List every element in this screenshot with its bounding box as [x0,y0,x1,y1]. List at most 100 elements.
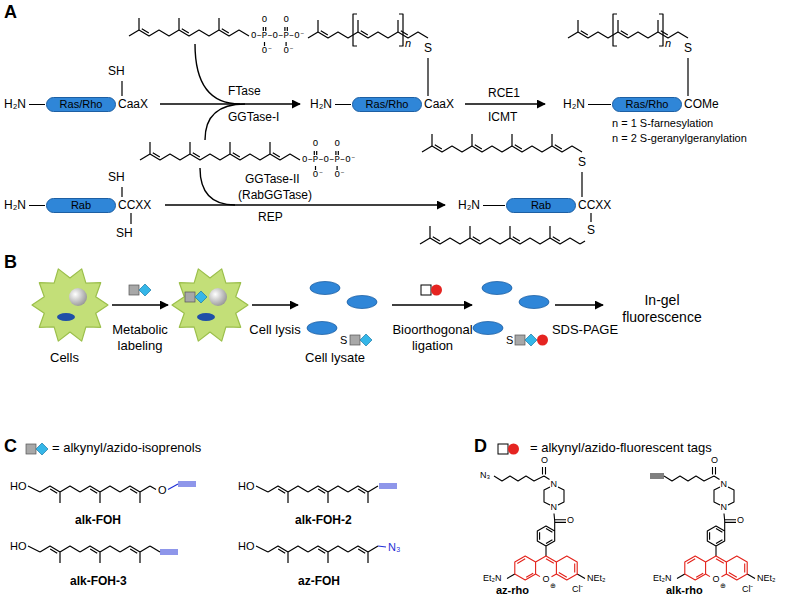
atom-label: N [551,502,558,513]
atom-label: S [578,155,586,170]
drawing-part [28,546,40,552]
drawing-part [80,486,120,503]
atom-label: Et₂N [653,573,672,584]
drawing-part [358,20,398,38]
drawing-part [219,18,249,36]
drawing-part [40,546,150,563]
atom-label: S [684,41,692,56]
drawing-part [472,134,512,152]
drawing-part [179,18,219,36]
drawing-part [270,142,300,160]
motif-label: CCXX [118,198,151,213]
drawing-part [568,32,578,38]
repeat-label: n [405,36,411,50]
key-label: = alkynyl/azido-fluorescent tags [530,440,712,456]
step-label: Cell lysate [285,350,385,366]
atom-label: O⁻ [262,46,273,57]
drawing-part [392,304,472,306]
atom-label: Et₂N [483,573,502,584]
atom-label: H₂N [458,198,480,213]
drawing-part [230,142,270,160]
protein-pill: Rab [506,198,576,213]
charge-label: ⊕ [720,581,726,590]
atom-label: O⁻ [313,170,324,181]
tag-icon [421,285,442,296]
enzyme-label: ICMT [488,110,517,125]
drawing-part [160,550,178,554]
drawing-part [420,226,580,244]
isoprenol-icon [26,443,48,455]
drawing-part [378,546,386,547]
step-label: Bioorthogonal ligation [385,322,480,354]
drawing-part [420,238,430,244]
atom-label: N [721,502,728,513]
drawing-part [112,304,168,306]
drawing-part [510,226,550,244]
atom-label: HO [10,539,27,553]
isoprenol-icon [129,284,151,296]
atom-label: H₂N [310,97,332,112]
drawing-part [308,486,348,503]
drawing-part [568,20,688,38]
protein-name: Ras/Rho [626,98,669,110]
drawing-part [129,30,139,36]
rhodamine-structure [664,467,755,580]
drawing-part [268,546,308,563]
step-label: Metabolic labeling [100,322,180,354]
atom-label: N₃ [480,470,490,481]
drawing-part [519,296,549,309]
drawing-part [40,486,150,503]
motif-label: CCXX [578,198,611,213]
drawing-part [256,486,268,492]
protein-name: Rab [531,199,551,211]
reaction-arrow [160,44,545,205]
isoprenol-icon [350,334,372,346]
drawing-part [268,546,378,563]
drawing-part [120,546,150,563]
drawing-part [422,134,582,152]
atom-label: O [262,15,267,26]
drawing-part [353,14,403,46]
drawing-part [473,322,503,335]
drawing-part [268,486,308,503]
step-label: Cell lysis [245,322,305,338]
atom-label: Cl⁻ [572,584,584,595]
note-label: n = 2 S-geranylgeranylation [612,131,747,145]
enzyme-label: GGTase-I [228,110,279,125]
isoprenol-icon [185,291,207,303]
cell-illustration [172,269,248,341]
drawing-part [578,20,618,38]
drawing-part [268,486,378,503]
atom-label: SH [116,226,133,241]
drawing-part [550,226,580,244]
cell-illustration [32,269,108,341]
drawing-part [168,482,196,490]
alkyne-bond [650,474,664,478]
compound-name: az-rho [496,583,529,597]
workflow-arrow [112,304,603,306]
drawing-part [80,546,120,563]
drawing-part [308,20,428,38]
motif-label: COMe [684,97,719,112]
enzyme-label: (RabGGTase) [238,188,312,203]
atom-label: O [711,455,718,466]
protein-pill: Ras/Rho [612,97,682,112]
note-label: n = 1 S-farnesylation [612,116,713,130]
drawing-part [122,58,688,224]
atom-label: O [737,515,744,526]
drawing-part [120,486,150,503]
enzyme-label: REP [258,210,283,225]
drawing-part [348,486,378,503]
protein-pill: Rab [46,198,116,213]
drawing-part [40,486,80,503]
drawing-part [150,546,160,552]
drawing-part [150,486,156,490]
drawing-part [252,304,298,306]
atom-label: O [541,455,548,466]
compound-name: az-FOH [298,574,340,589]
drawing-part [29,105,611,206]
drawing-part [310,282,340,295]
drawing-part [139,18,179,36]
